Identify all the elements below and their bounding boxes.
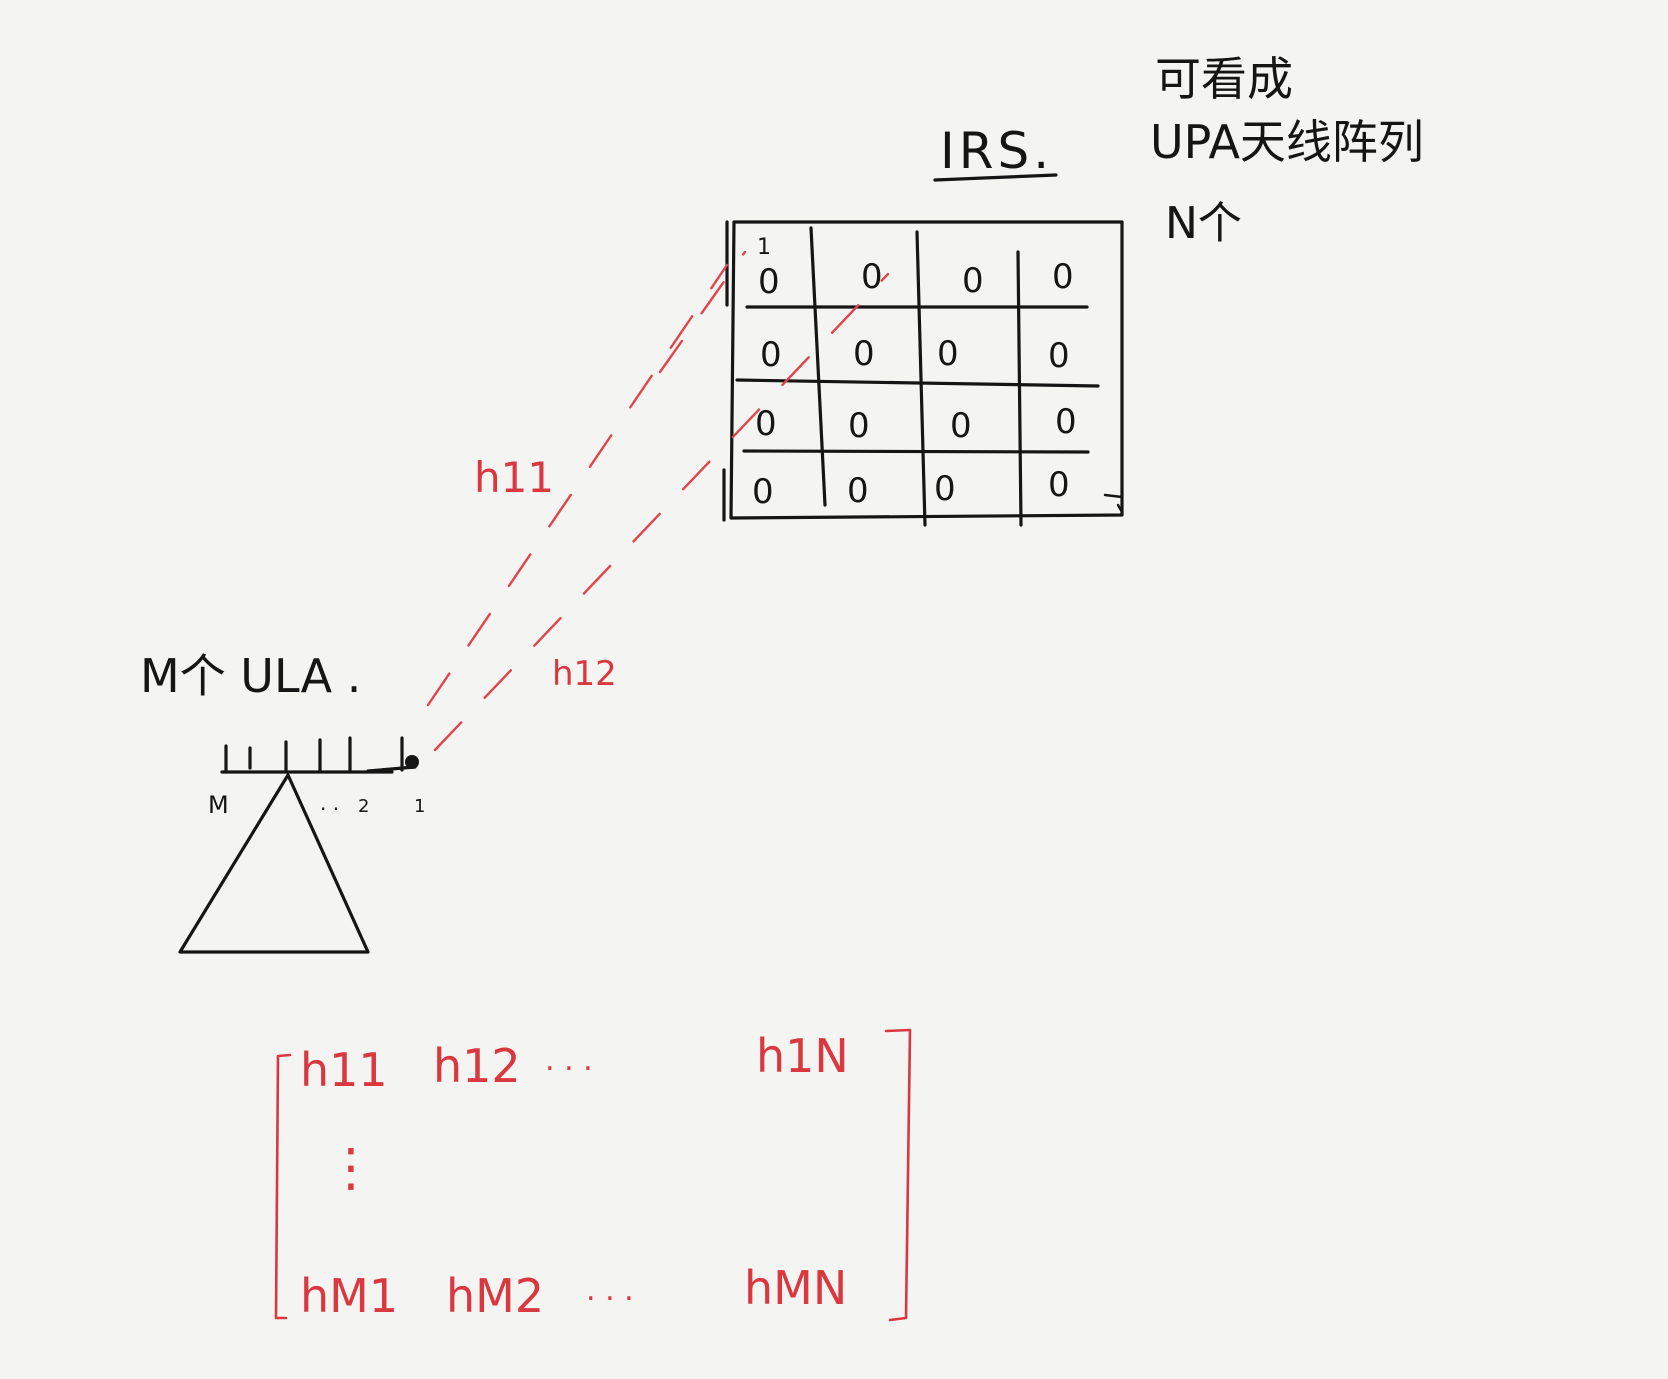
- irs-grid: 1 0 0 0 0 0 0 0 0 0 0 0 0 0 0 0 0: [722, 220, 1124, 527]
- matrix-h1n: h1N: [756, 1029, 849, 1083]
- ula-array-bar-end: [366, 765, 417, 773]
- irs-first-index: 1: [757, 235, 771, 260]
- channel-ray-h11: [426, 263, 729, 707]
- irs-grid-vline-3: [1016, 250, 1023, 527]
- irs-count-label: N个: [1165, 198, 1242, 249]
- ula-antenna-1-dot: [405, 755, 419, 769]
- irs-grid-frame: [729, 220, 1124, 520]
- base-station-triangle: [178, 773, 370, 954]
- irs-element: 0: [758, 262, 780, 302]
- irs-element: 0: [760, 335, 782, 375]
- irs-grid-corner-dots: [1103, 493, 1124, 514]
- ula-index-dots: . .: [320, 791, 339, 815]
- irs-note-line1: 可看成: [1155, 52, 1293, 106]
- irs-grid-vline-2: [915, 230, 927, 527]
- matrix-row1-dots: . . .: [545, 1043, 593, 1078]
- irs-element: 0: [962, 261, 984, 301]
- irs-element: 0: [934, 469, 956, 509]
- matrix-h12: h12: [433, 1039, 521, 1093]
- irs-element: 0: [752, 472, 774, 512]
- irs-element: 0: [1048, 336, 1070, 376]
- irs-note-line2: UPA天线阵列: [1150, 115, 1424, 169]
- matrix-h11: h11: [300, 1043, 388, 1097]
- matrix-hmn: hMN: [744, 1261, 847, 1315]
- channel-label-h11: h11: [474, 453, 554, 502]
- channel-ray-h12: [433, 272, 890, 752]
- ula-antenna-array: [220, 736, 419, 774]
- channel-rays: [426, 250, 890, 752]
- irs-element: 0: [1055, 402, 1077, 442]
- irs-grid-hline-2: [735, 378, 1100, 388]
- irs-element: 0: [861, 257, 883, 297]
- irs-element: 0: [937, 334, 959, 374]
- ula-label: M个 ULA .: [140, 649, 361, 703]
- channel-ray-extra: [658, 250, 747, 374]
- ula-index-1: 1: [414, 796, 425, 817]
- irs-label-underline: [933, 173, 1058, 182]
- irs-element: 0: [755, 404, 777, 444]
- ula-index-2: 2: [358, 796, 369, 817]
- irs-grid-vline-1: [809, 226, 827, 507]
- irs-element: 0: [1048, 465, 1070, 505]
- matrix-hm1: hM1: [300, 1269, 398, 1323]
- matrix-right-bracket: [884, 1028, 912, 1322]
- matrix-rowm-dots: . . .: [586, 1273, 634, 1308]
- irs-grid-hline-3: [742, 449, 1090, 454]
- irs-element: 0: [853, 334, 875, 374]
- matrix-left-bracket: [274, 1053, 292, 1320]
- irs-element: 0: [847, 471, 869, 511]
- channel-label-h12: h12: [552, 654, 617, 694]
- channel-matrix: h11 h12 . . . h1N ⋮ hM1 hM2 . . . hMN: [274, 1028, 912, 1323]
- irs-element: 0: [1052, 257, 1074, 297]
- irs-label: IRS.: [940, 122, 1053, 180]
- matrix-hm2: hM2: [446, 1269, 544, 1323]
- irs-element: 0: [848, 406, 870, 446]
- matrix-vdots: ⋮: [325, 1138, 377, 1198]
- irs-element: 0: [950, 406, 972, 446]
- ula-index-m: M: [208, 791, 229, 819]
